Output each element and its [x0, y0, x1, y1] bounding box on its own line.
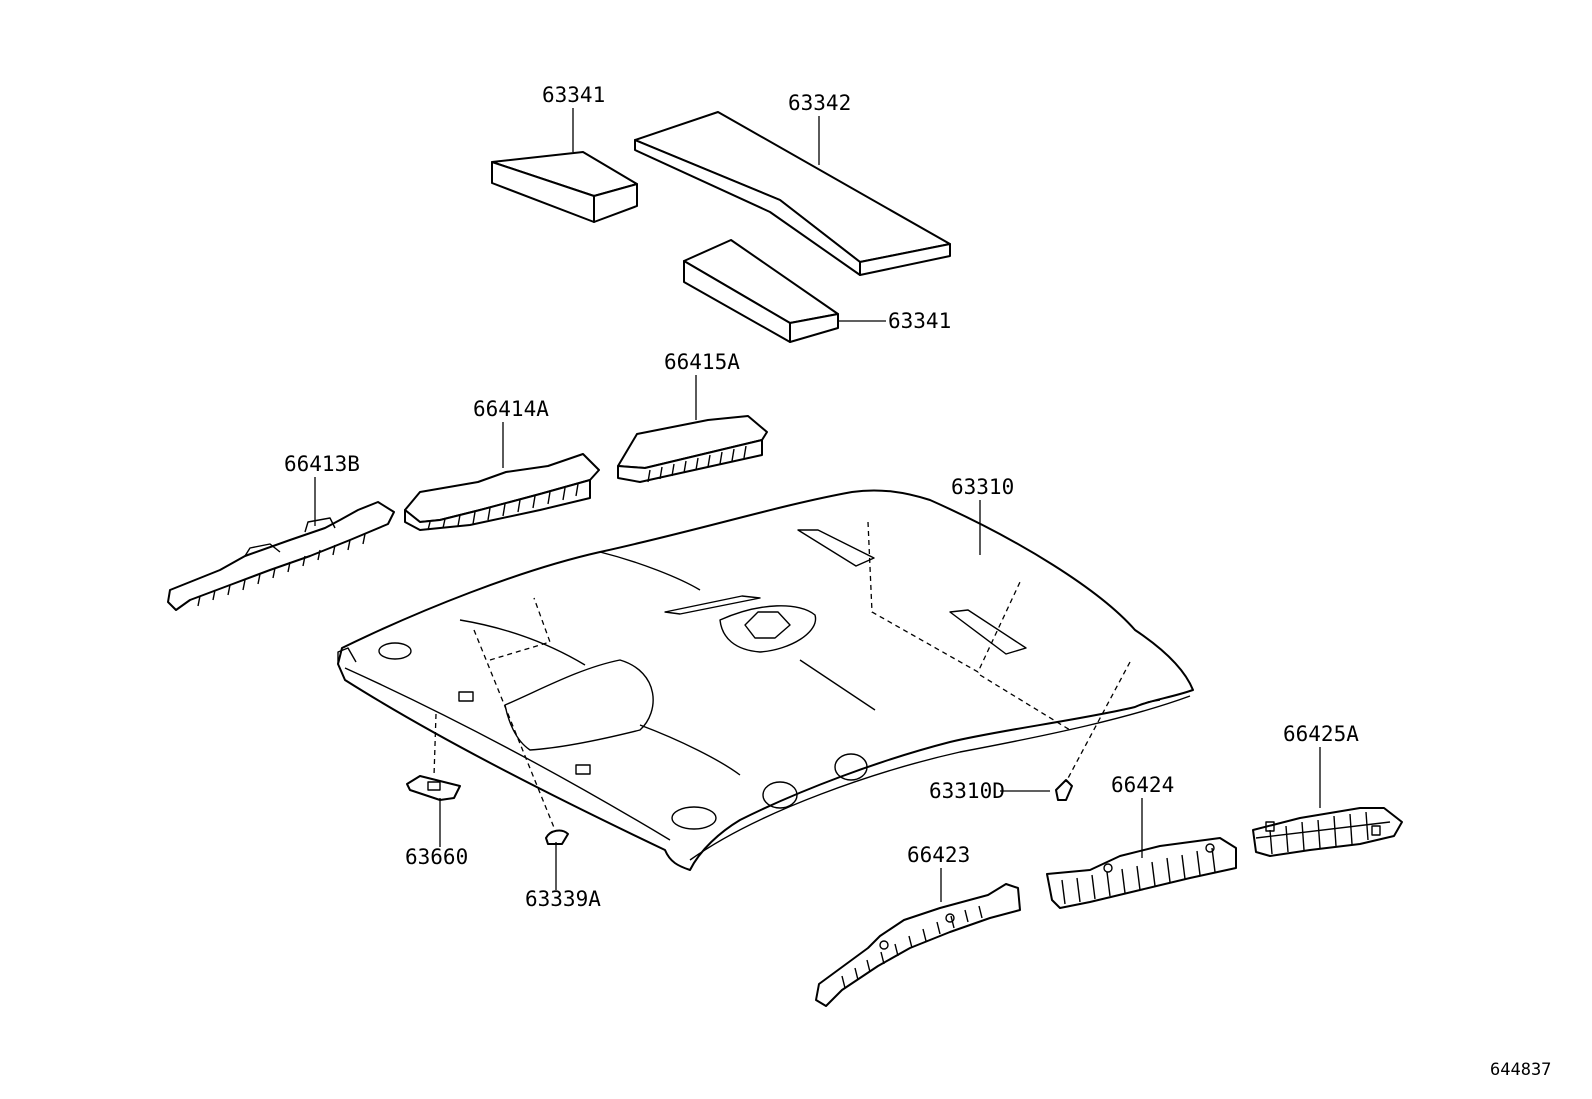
- holder-63660[interactable]: [406, 713, 461, 801]
- label-duct-side-left: 66413B: [284, 452, 360, 476]
- duct-66424[interactable]: [1046, 837, 1237, 909]
- label-headliner: 63310: [951, 475, 1014, 499]
- label-duct-side-right: 66423: [907, 843, 970, 867]
- label-duct-rear-right: 66425A: [1283, 722, 1359, 746]
- leader-lines: [314, 108, 1321, 902]
- duct-66415a[interactable]: [617, 415, 768, 483]
- label-clip-left: 63339A: [525, 887, 601, 911]
- duct-66414a[interactable]: [404, 453, 600, 531]
- label-clip-right: 63310D: [929, 779, 1005, 803]
- duct-66413b[interactable]: [167, 501, 395, 611]
- label-duct-center: 66415A: [664, 350, 740, 374]
- label-holder: 63660: [405, 845, 468, 869]
- clip-63310d[interactable]: [1055, 661, 1131, 801]
- pad-63341-front[interactable]: [491, 151, 638, 223]
- label-pad-center: 63342: [788, 91, 851, 115]
- duct-66425a[interactable]: [1252, 807, 1403, 857]
- pad-63341-rear[interactable]: [683, 239, 839, 343]
- label-pad-rear: 63341: [888, 309, 951, 333]
- duct-66423[interactable]: [815, 883, 1021, 1007]
- clip-63339a[interactable]: [473, 629, 569, 845]
- headliner-63310[interactable]: [337, 489, 1194, 871]
- label-pad-front: 63341: [542, 83, 605, 107]
- label-duct-front-right: 66424: [1111, 773, 1174, 797]
- pad-63342-center[interactable]: [634, 111, 951, 276]
- label-duct-front-left: 66414A: [473, 397, 549, 421]
- diagram-id: 644837: [1490, 1060, 1551, 1080]
